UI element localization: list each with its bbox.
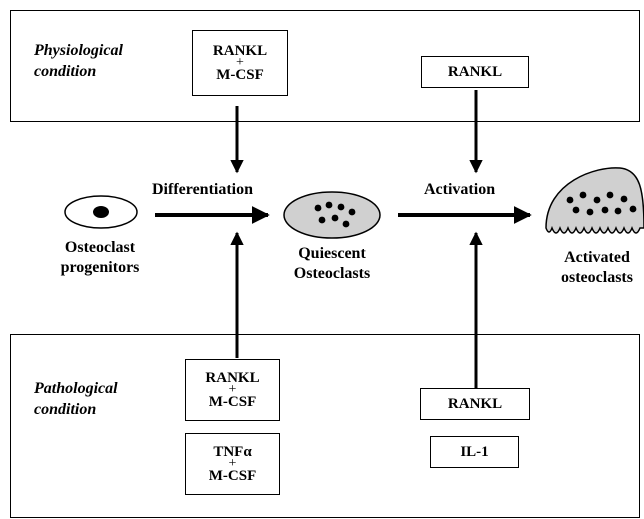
activated-osteoclast-icon bbox=[545, 167, 644, 234]
physio-rankl-mcsf-box: RANKL + M-CSF bbox=[192, 30, 288, 96]
patho-rankl-box: RANKL bbox=[420, 388, 530, 420]
physiological-panel bbox=[10, 10, 640, 122]
patho-rankl-mcsf-box: RANKL + M-CSF bbox=[185, 359, 280, 421]
pathological-panel bbox=[10, 334, 640, 518]
quiescent-osteoclast-icon bbox=[283, 191, 381, 239]
patho-tnfa-mcsf-box: TNFα + M-CSF bbox=[185, 433, 280, 495]
activated-label: Activated osteoclasts bbox=[561, 249, 633, 286]
patho-il1-box: IL-1 bbox=[430, 436, 519, 468]
physiological-condition-label: Physiological condition bbox=[34, 42, 123, 80]
activation-label: Activation bbox=[424, 181, 496, 198]
progenitor-label: Osteoclast progenitors bbox=[60, 239, 140, 276]
quiescent-label: Quiescent Osteoclasts bbox=[293, 245, 371, 282]
physio-rankl-box: RANKL bbox=[421, 56, 529, 88]
progenitor-cell-icon bbox=[64, 195, 138, 229]
differentiation-label: Differentiation bbox=[152, 181, 254, 198]
pathological-condition-label: Pathological condition bbox=[34, 380, 118, 418]
